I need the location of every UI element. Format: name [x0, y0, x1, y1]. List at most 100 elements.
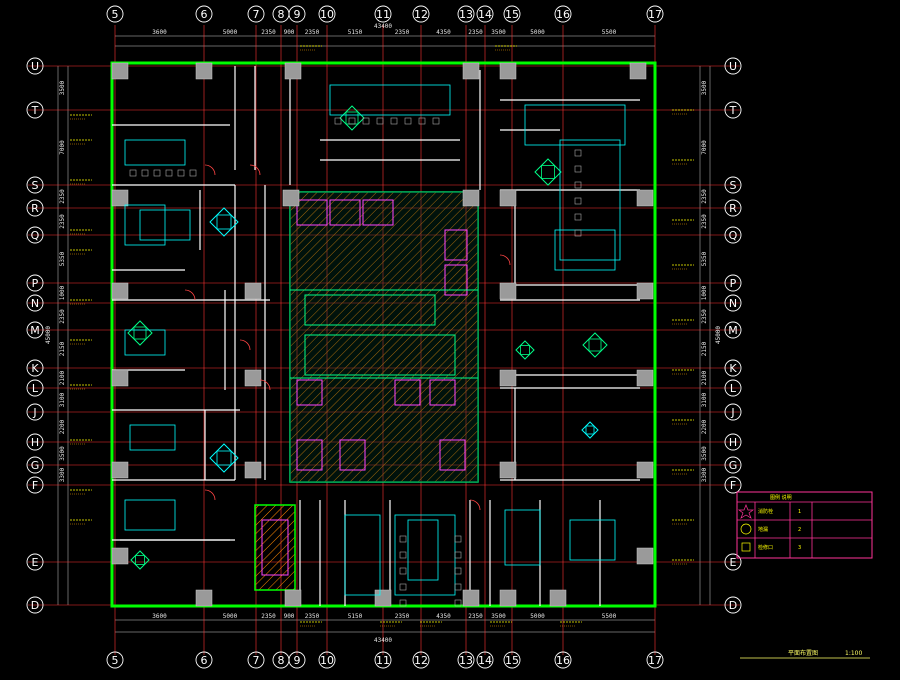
desk	[407, 519, 439, 581]
grid-bubble	[26, 199, 44, 217]
grid-bubble	[646, 5, 664, 23]
column	[636, 282, 654, 300]
grid-label-row: T	[31, 104, 39, 117]
desk	[129, 424, 176, 451]
dimension-label: 3500	[491, 29, 506, 36]
column	[244, 369, 262, 387]
grid-bubble	[724, 226, 742, 244]
dimension-label: 2350	[468, 613, 483, 620]
column	[549, 589, 567, 607]
grid-bubble	[724, 596, 742, 614]
legend-header: 图例 说明	[770, 494, 792, 501]
round-table	[581, 421, 599, 439]
grid-bubble	[106, 651, 124, 669]
grid-label-col: 15	[505, 8, 519, 21]
dimension-label: 5500	[602, 29, 617, 36]
dimension-label: 900	[284, 29, 295, 36]
desk	[504, 509, 541, 566]
dimension-label: 3300	[59, 467, 66, 482]
grid-label-row: E	[730, 556, 737, 569]
grid-label-col: 8	[278, 8, 285, 21]
grid-bubble	[457, 651, 475, 669]
column	[244, 461, 262, 479]
grid-bubble	[646, 651, 664, 669]
dimension-label: 2150	[59, 341, 66, 356]
grid-label-row: Q	[729, 229, 738, 242]
grid-bubble	[503, 5, 521, 23]
round-table	[130, 550, 150, 570]
grid-bubble	[554, 5, 572, 23]
grid-bubble	[26, 321, 44, 339]
grid-label-col: 10	[320, 8, 334, 21]
column	[111, 461, 129, 479]
dimension-label: 5000	[530, 29, 545, 36]
grid-label-col: 10	[320, 654, 334, 667]
grid-label-row: K	[729, 362, 737, 375]
dimension-label: 2350	[261, 29, 276, 36]
grid-bubble	[412, 651, 430, 669]
round-table	[534, 158, 562, 186]
column	[636, 461, 654, 479]
grid-bubble	[26, 379, 44, 397]
dimension-label: 2350	[701, 214, 708, 229]
grid-bubble	[724, 359, 742, 377]
grid-bubble	[26, 57, 44, 75]
grid-label-row: Q	[31, 229, 40, 242]
grid-label-row: T	[729, 104, 737, 117]
square-icon	[741, 542, 751, 552]
grid-bubble	[724, 553, 742, 571]
grid-bubble	[26, 176, 44, 194]
desk	[139, 209, 191, 241]
interior-walls	[112, 66, 640, 606]
dimension-label: 2350	[59, 214, 66, 229]
grid-label-col: 5	[112, 654, 119, 667]
grid-bubble	[26, 596, 44, 614]
grid-bubble	[724, 476, 742, 494]
dimension-label: 2350	[395, 29, 410, 36]
grid-bubble	[106, 5, 124, 23]
dimension-label: 3500	[59, 446, 66, 461]
drawing-scale: 1:100	[845, 650, 862, 657]
grid-label-col: 13	[459, 654, 473, 667]
grid-label-row: S	[32, 179, 39, 192]
drawing-name: 平面布置图	[788, 649, 818, 657]
grid-bubble	[26, 403, 44, 421]
grid-bubble	[26, 553, 44, 571]
round-table	[515, 340, 535, 360]
dimension-label: 2350	[59, 189, 66, 204]
grid-label-row: P	[730, 277, 737, 290]
grid-label-row: E	[32, 556, 39, 569]
grid-bubble	[374, 5, 392, 23]
legend-row-3-code: 3	[798, 545, 801, 551]
grid-label-col: 17	[648, 654, 662, 667]
grid-label-row: U	[729, 60, 737, 73]
grid-label-row: N	[729, 297, 737, 310]
dimension-label: 2350	[395, 613, 410, 620]
dimension-label: 1000	[701, 285, 708, 300]
door-swing	[204, 489, 216, 501]
grid-bubble	[26, 476, 44, 494]
grid-label-row: G	[31, 459, 40, 472]
grid-bubble	[26, 456, 44, 474]
grid-label-row: R	[729, 202, 737, 215]
grid-bubble	[288, 5, 306, 23]
dimension-lines	[57, 35, 711, 633]
round-table	[127, 320, 153, 346]
grid-bubble	[554, 651, 572, 669]
grid-label-col: 9	[294, 654, 301, 667]
grid-bubble	[724, 403, 742, 421]
grid-bubble	[724, 379, 742, 397]
desk	[554, 229, 616, 271]
dimension-label: 3100	[59, 392, 66, 407]
dimension-label: 5000	[223, 29, 238, 36]
column	[499, 461, 517, 479]
legend-row-1-name: 消防栓	[758, 508, 773, 515]
furniture-layout	[124, 84, 626, 607]
desk	[569, 519, 616, 561]
grid-label-row: J	[32, 406, 36, 419]
desk	[124, 329, 166, 356]
grid-label-col: 5	[112, 8, 119, 21]
total-dimension-right: 45000	[715, 326, 722, 344]
dimension-label: 3300	[701, 467, 708, 482]
structural-columns	[111, 62, 654, 607]
